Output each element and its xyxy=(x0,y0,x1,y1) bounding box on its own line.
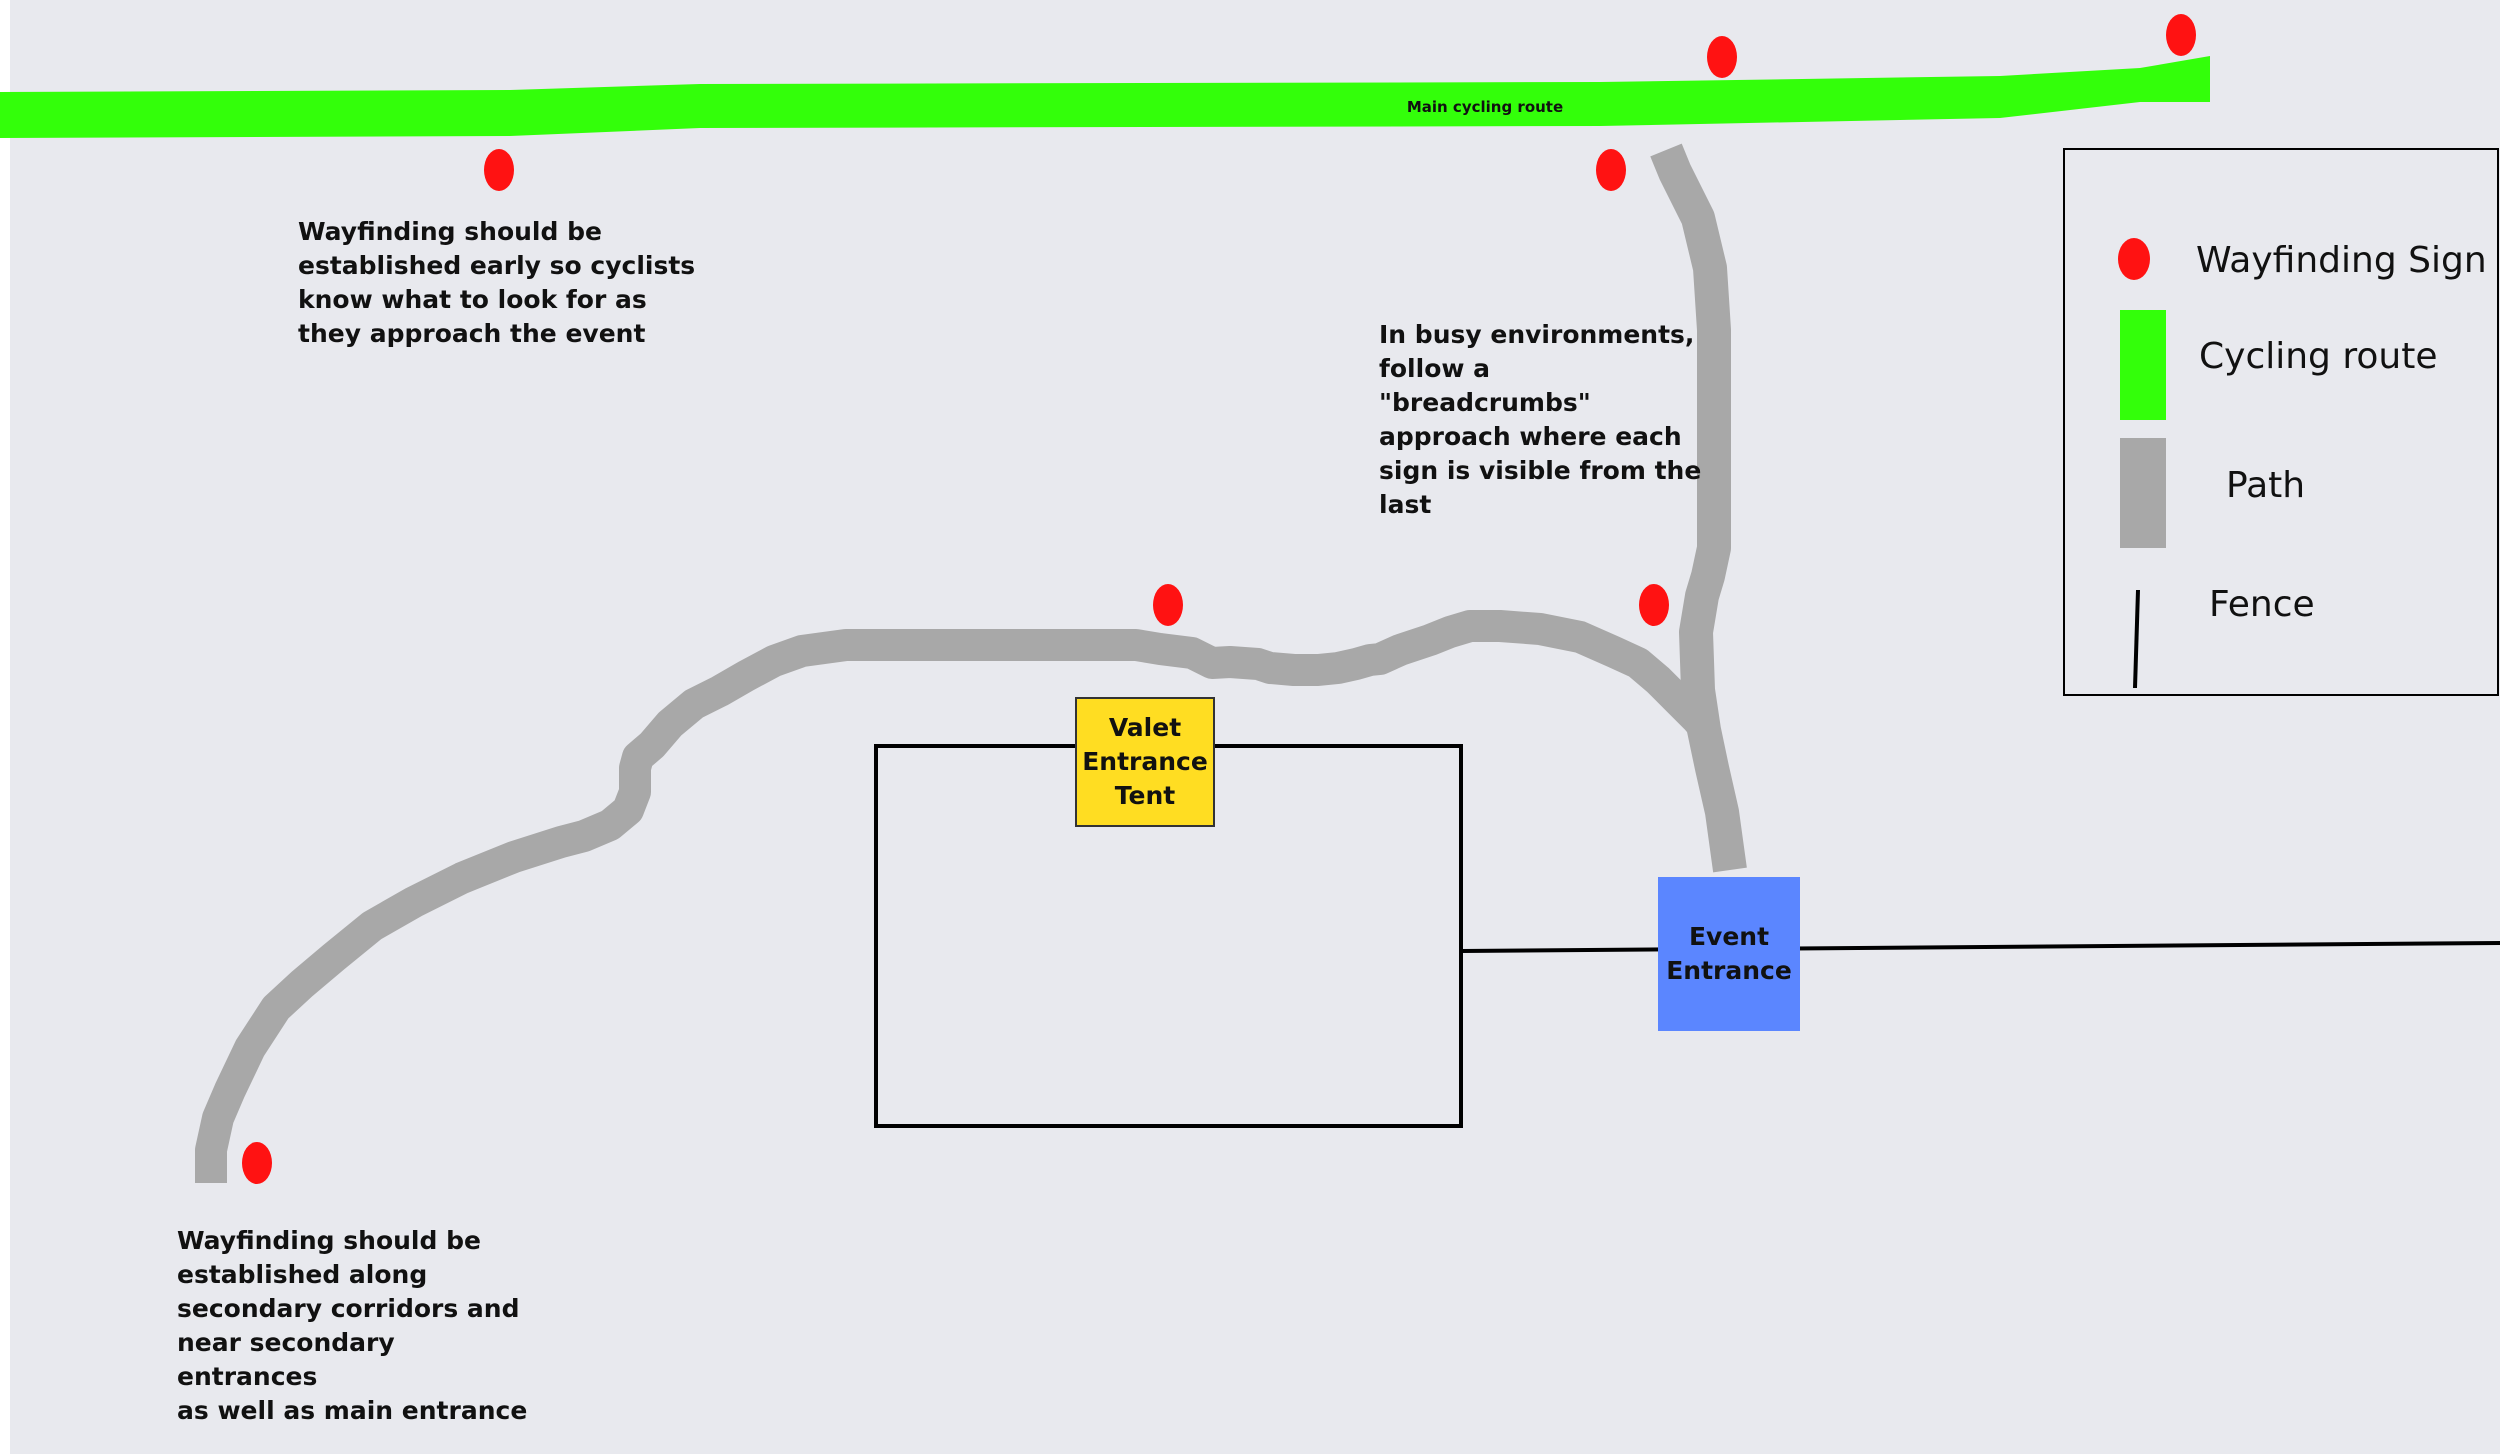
wayfinding-sign xyxy=(1153,584,1183,626)
wayfinding-sign xyxy=(1596,149,1626,191)
event-entrance-label: Event Entrance xyxy=(1666,922,1792,985)
note-breadcrumbs: In busy environments, follow a "breadcru… xyxy=(1379,320,1702,519)
legend xyxy=(2063,148,2499,696)
legend-route-label: Cycling route xyxy=(2199,336,2438,377)
main-route-label: Main cycling route xyxy=(1406,98,1564,116)
connector-path xyxy=(1650,143,1747,873)
main-cycling-route xyxy=(0,56,2210,138)
event-entrance[interactable] xyxy=(1658,877,1800,1031)
legend-frame xyxy=(2063,148,2499,696)
wayfinding-sign xyxy=(2166,14,2196,56)
secondary-path xyxy=(195,610,1715,1183)
legend-fence-label: Fence xyxy=(2209,584,2315,625)
valet-entrance-tent[interactable] xyxy=(1075,697,1215,827)
legend-sign-label: Wayfinding Sign xyxy=(2196,240,2487,281)
fence-line xyxy=(1461,941,2500,953)
wayfinding-sign xyxy=(484,149,514,191)
legend-fence-swatch xyxy=(2133,589,2140,689)
valet-tent-label: Valet Entrance Tent xyxy=(1082,713,1208,810)
canvas-left-edge xyxy=(0,0,10,1454)
wayfinding-sign xyxy=(1707,36,1737,78)
legend-route-swatch xyxy=(2120,310,2166,420)
legend-path-swatch xyxy=(2120,438,2166,548)
wayfinding-sign xyxy=(1639,584,1669,626)
legend-sign-swatch xyxy=(2118,238,2150,280)
legend-path-label: Path xyxy=(2226,465,2306,506)
note-early-wayfinding: Wayfinding should be established early s… xyxy=(298,217,696,348)
wayfinding-sign xyxy=(242,1142,272,1184)
note-secondary-corridors: Wayfinding should be established along s… xyxy=(177,1226,528,1425)
